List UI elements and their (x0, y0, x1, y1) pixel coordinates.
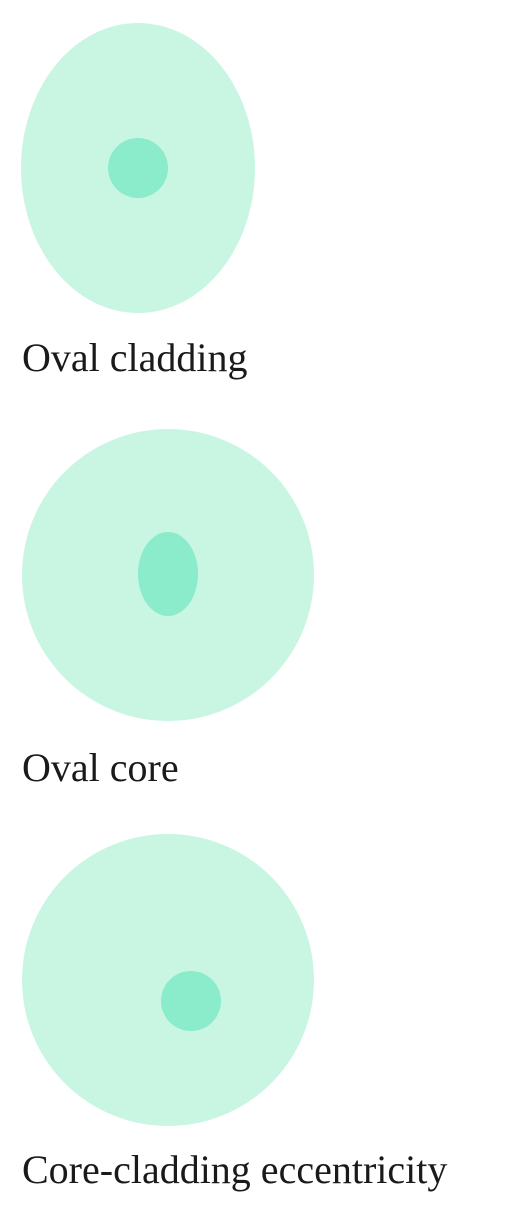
fiber-cross-section-diagram (22, 429, 314, 721)
figure-oval-core: Oval core (0, 405, 511, 805)
fiber-cross-section-diagram (22, 834, 314, 1126)
fiber-cross-section-diagram (21, 23, 255, 313)
figure-oval-cladding: Oval cladding (0, 0, 511, 400)
figure-caption: Oval core (22, 745, 179, 790)
core-shape (161, 971, 221, 1031)
figure-caption: Core-cladding eccentricity (22, 1147, 448, 1192)
cladding-shape (22, 834, 314, 1126)
core-shape (108, 138, 168, 198)
figure-core-cladding-eccentricity: Core-cladding eccentricity (0, 810, 511, 1217)
core-shape (138, 532, 198, 616)
figure-caption: Oval cladding (22, 335, 248, 380)
